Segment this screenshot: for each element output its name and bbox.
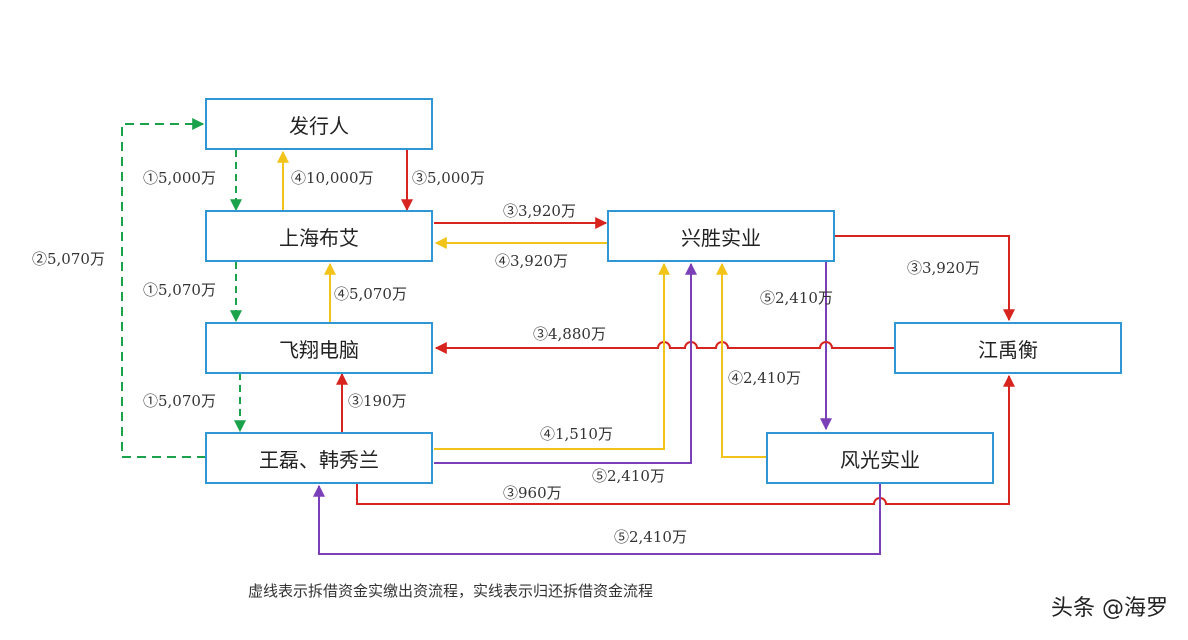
arrow-f3-xingsheng-jiang (835, 235, 1015, 322)
node-shanghai-buai: 上海布艾 (205, 210, 433, 262)
label-f3-issuer-buai: ③5,000万 (412, 169, 485, 187)
label-f1-issuer-buai: ①5,000万 (143, 169, 216, 187)
label-f3-jiang-feixiang: ③4,880万 (533, 325, 606, 343)
node-wang-han: 王磊、韩秀兰 (205, 432, 433, 484)
label-f4-fengguang-xingsheng: ④2,410万 (728, 369, 801, 387)
label-f1-buai-feixiang: ①5,070万 (143, 281, 216, 299)
arrow-f5-wang-xingsheng (434, 262, 697, 464)
node-issuer: 发行人 (205, 98, 433, 150)
label-f5-xingsheng-fengguang: ⑤2,410万 (760, 289, 833, 307)
node-fengguang: 风光实业 (766, 432, 994, 484)
diagram-caption: 虚线表示拆借资金实缴出资流程，实线表示归还拆借资金流程 (248, 582, 654, 600)
label-f3-xingsheng-jiang: ③3,920万 (907, 259, 980, 277)
label-f4-wang-xingsheng: ④1,510万 (540, 425, 613, 443)
arrow-f3-jiang-feixiang (434, 341, 894, 354)
node-jiang-yuheng: 江禹衡 (894, 322, 1122, 374)
label-f4-feixiang-buai: ④5,070万 (334, 285, 407, 303)
label-f3-wang-feixiang: ③190万 (348, 392, 407, 410)
arrow-f4-wang-xingsheng (434, 262, 670, 450)
arrow-f4-fengguang-xingsheng (716, 262, 766, 458)
label-f3-wang-jiang: ③960万 (503, 484, 562, 502)
label-f2-wang-issuer: ②5,070万 (32, 250, 105, 268)
label-f4-xingsheng-buai: ④3,920万 (495, 252, 568, 270)
arrow-f2-wang-issuer (121, 118, 206, 458)
label-f4-buai-issuer: ④10,000万 (291, 169, 374, 187)
label-f5-wang-xingsheng: ⑤2,410万 (592, 467, 665, 485)
watermark: 头条 @海罗 (1051, 596, 1168, 621)
label-f3-buai-xingsheng: ③3,920万 (503, 202, 576, 220)
node-xingsheng: 兴胜实业 (607, 210, 835, 262)
label-f5-fengguang-wang: ⑤2,410万 (614, 528, 687, 546)
label-f1-feixiang-wang: ①5,070万 (143, 392, 216, 410)
arrow-f5-fengguang-wang (313, 484, 881, 555)
node-feixiang: 飞翔电脑 (205, 322, 433, 374)
